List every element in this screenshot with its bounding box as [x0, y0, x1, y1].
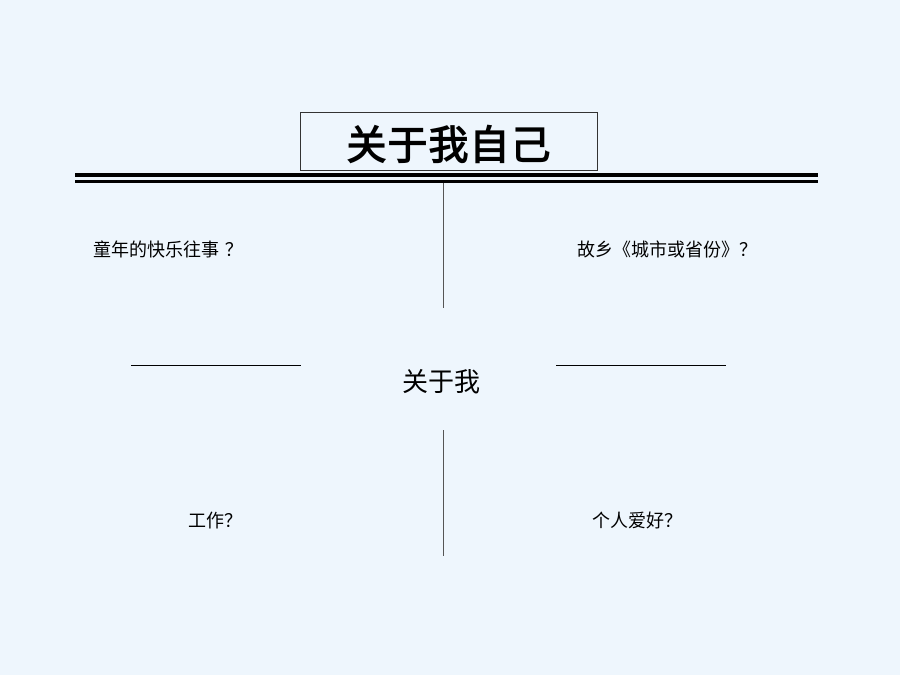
- question-hometown: 故乡《城市或省份》？: [577, 240, 757, 261]
- title-rule-top: [75, 173, 818, 177]
- question-hobbies: 个人爱好？: [592, 511, 682, 532]
- slide-title: 关于我自己: [346, 121, 552, 169]
- title-rule-bottom: [75, 180, 818, 183]
- divider-horizontal-right: [556, 365, 726, 366]
- divider-vertical-bottom: [443, 430, 444, 556]
- center-label: 关于我: [402, 368, 481, 398]
- divider-horizontal-left: [131, 365, 301, 366]
- title-box: 关于我自己: [300, 112, 598, 171]
- divider-vertical-top: [443, 183, 444, 308]
- question-work: 工作？: [188, 511, 242, 532]
- question-childhood: 童年的快乐往事 ？: [93, 240, 243, 261]
